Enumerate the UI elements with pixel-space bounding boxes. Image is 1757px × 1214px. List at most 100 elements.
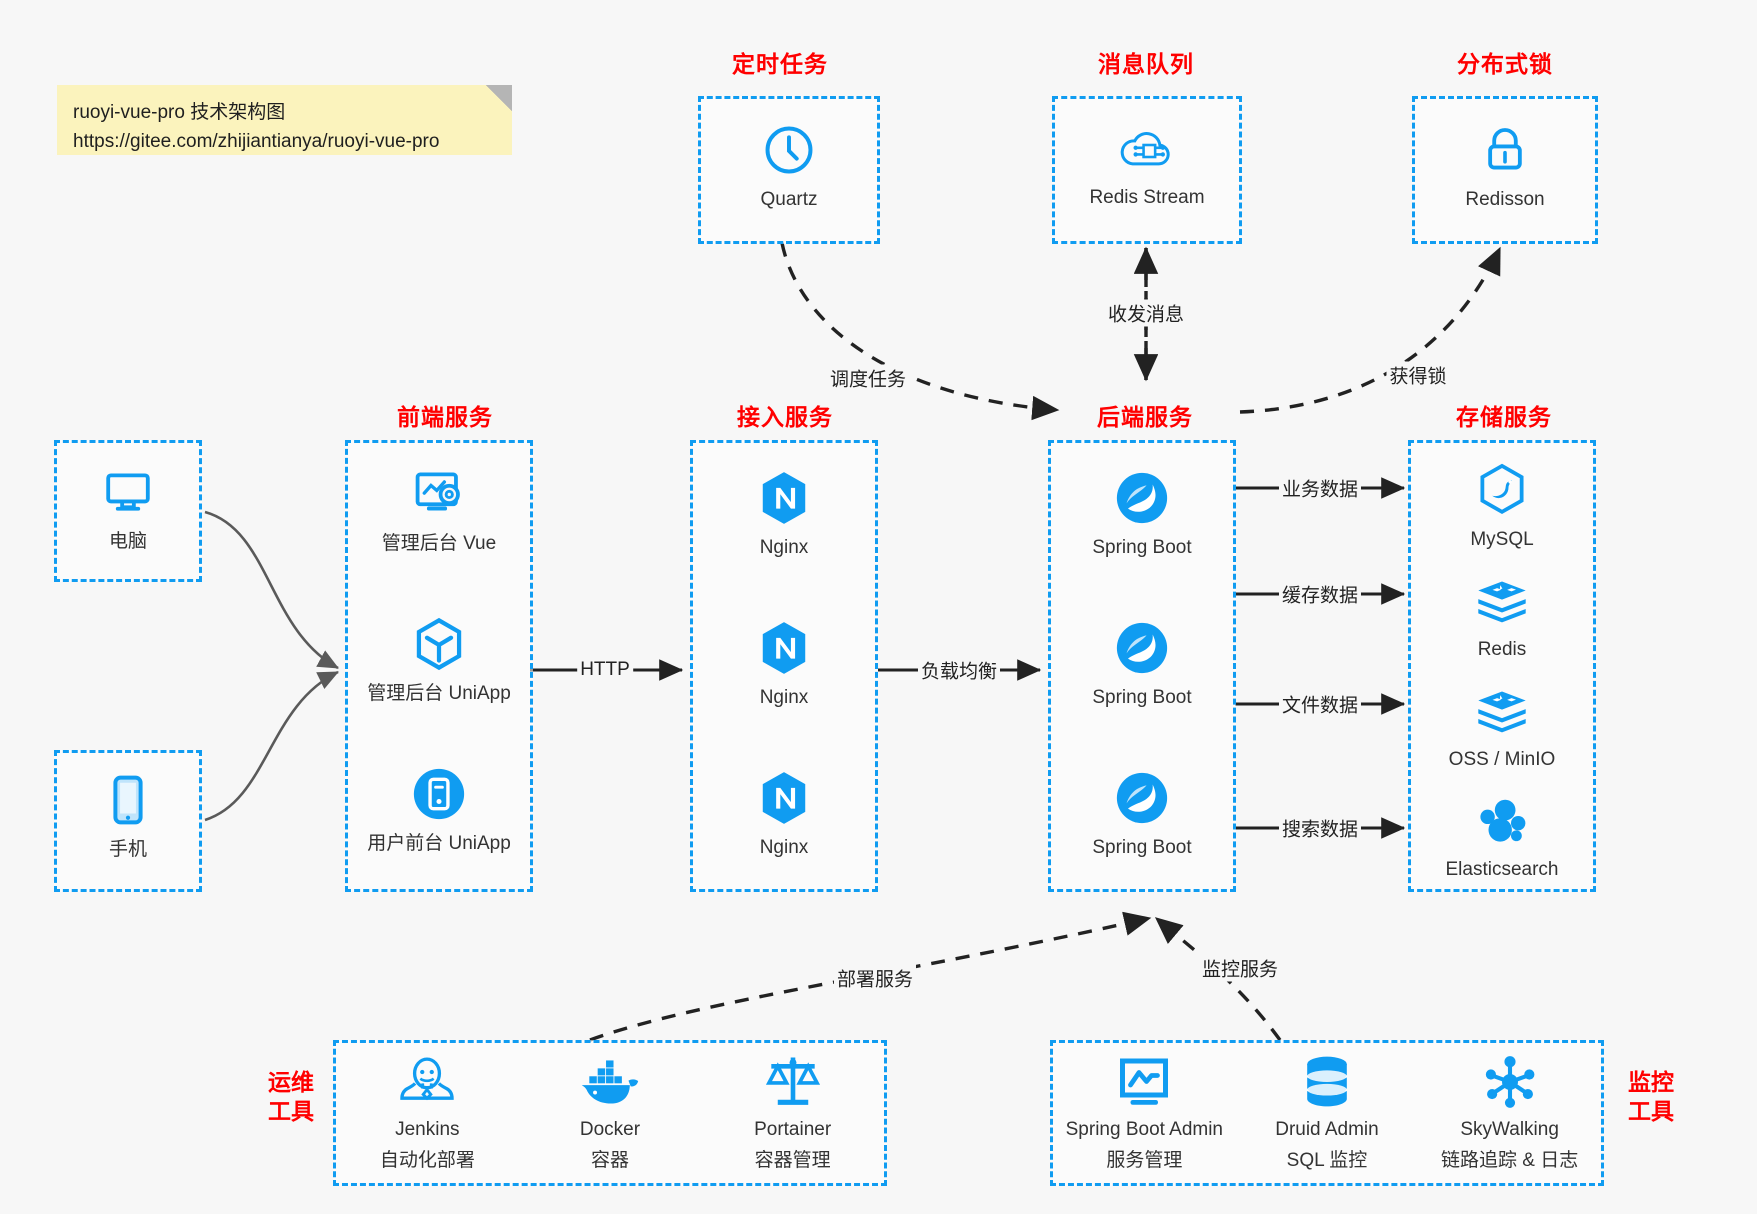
- node-desktop[interactable]: 电脑: [57, 463, 199, 555]
- node-skywalking[interactable]: SkyWalking 链路追踪 & 日志: [1419, 1051, 1600, 1174]
- node-admin-uniapp[interactable]: 管理后台 UniApp: [348, 615, 530, 707]
- spring-boot-icon: [1051, 619, 1233, 677]
- group-gateway[interactable]: Nginx Nginx Nginx: [690, 440, 878, 892]
- app-tile-icon: [348, 765, 530, 823]
- monitoring-title-line1: 监控: [1628, 1069, 1674, 1095]
- node-redis-stream[interactable]: Redis Stream: [1055, 119, 1239, 211]
- node-label: MySQL: [1470, 529, 1534, 550]
- node-nginx-3[interactable]: Nginx: [693, 769, 875, 861]
- node-label: Spring Boot: [1092, 537, 1192, 558]
- node-label: SkyWalking: [1460, 1119, 1559, 1141]
- devops-title-line2: 工具: [268, 1097, 314, 1124]
- group-title-storage: 存储服务: [1456, 404, 1552, 430]
- node-label: Spring Boot: [1092, 687, 1192, 708]
- node-elasticsearch[interactable]: Elasticsearch: [1411, 791, 1593, 883]
- node-sublabel: SQL 监控: [1286, 1150, 1368, 1171]
- node-label: 用户前台 UniApp: [367, 833, 511, 854]
- edge-label-monitor-service: 监控服务: [1198, 954, 1282, 982]
- node-redisson[interactable]: Redisson: [1415, 121, 1595, 213]
- group-monitoring-tools[interactable]: Spring Boot Admin 服务管理 Druid Admin SQL 监…: [1050, 1040, 1604, 1186]
- info-note: ruoyi-vue-pro 技术架构图 https://gitee.com/zh…: [57, 85, 512, 155]
- elasticsearch-icon: [1411, 791, 1593, 849]
- edge-label-business-data: 业务数据: [1278, 474, 1362, 502]
- group-title-devops: 运维 工具: [258, 1068, 324, 1126]
- node-nginx-1[interactable]: Nginx: [693, 469, 875, 561]
- node-spring-boot-2[interactable]: Spring Boot: [1051, 619, 1233, 711]
- node-label: Nginx: [759, 537, 809, 558]
- edge-label-cache-data: 缓存数据: [1278, 580, 1362, 608]
- node-nginx-2[interactable]: Nginx: [693, 619, 875, 711]
- node-spring-boot-3[interactable]: Spring Boot: [1051, 769, 1233, 861]
- node-user-uniapp[interactable]: 用户前台 UniApp: [348, 765, 530, 857]
- mysql-icon: [1411, 461, 1593, 519]
- node-label: 手机: [108, 839, 147, 860]
- node-label: Quartz: [760, 189, 818, 210]
- node-label: 电脑: [108, 531, 147, 552]
- redis-stack-icon: [1411, 681, 1593, 739]
- node-portainer[interactable]: Portainer 容器管理: [702, 1051, 883, 1174]
- edge-label-acquire-lock: 获得锁: [1386, 361, 1450, 389]
- group-title-frontend: 前端服务: [397, 404, 493, 430]
- node-label: 管理后台 UniApp: [367, 683, 511, 704]
- group-scheduled-task[interactable]: Quartz: [698, 96, 880, 244]
- nginx-icon: [693, 769, 875, 827]
- node-spring-boot-1[interactable]: Spring Boot: [1051, 469, 1233, 561]
- node-label: Nginx: [759, 687, 809, 708]
- node-oss-minio[interactable]: OSS / MinIO: [1411, 681, 1593, 773]
- group-devops-tools[interactable]: Jenkins 自动化部署: [333, 1040, 887, 1186]
- group-client-mobile[interactable]: 手机: [54, 750, 202, 892]
- node-label: Redis: [1477, 639, 1527, 660]
- node-label: Spring Boot: [1092, 837, 1192, 858]
- database-stack-icon: [1237, 1051, 1418, 1113]
- group-backend[interactable]: Spring Boot Spring Boot Spring Boot: [1048, 440, 1236, 892]
- group-distributed-lock[interactable]: Redisson: [1412, 96, 1598, 244]
- monitor-chart-icon: [1054, 1051, 1235, 1113]
- node-druid-admin[interactable]: Druid Admin SQL 监控: [1237, 1051, 1418, 1174]
- note-fold-corner: [486, 85, 512, 111]
- node-mysql[interactable]: MySQL: [1411, 461, 1593, 553]
- nginx-icon: [693, 619, 875, 677]
- edge-label-send-receive-message: 收发消息: [1104, 299, 1188, 327]
- node-docker[interactable]: Docker 容器: [520, 1051, 701, 1174]
- skywalking-node-icon: [1419, 1051, 1600, 1113]
- node-label: Portainer: [754, 1119, 832, 1141]
- node-label: Elasticsearch: [1445, 859, 1559, 880]
- node-sublabel: 自动化部署: [379, 1150, 475, 1171]
- group-title-monitoring: 监控 工具: [1618, 1068, 1684, 1126]
- scales-icon: [702, 1051, 883, 1113]
- mobile-phone-icon: [57, 771, 199, 829]
- cube-icon: [348, 615, 530, 673]
- node-label: Redisson: [1465, 189, 1545, 210]
- edge-label-schedule-task: 调度任务: [826, 364, 910, 392]
- node-spring-boot-admin[interactable]: Spring Boot Admin 服务管理: [1054, 1051, 1235, 1174]
- edge-label-file-data: 文件数据: [1278, 690, 1362, 718]
- node-mobile[interactable]: 手机: [57, 771, 199, 863]
- node-label: Nginx: [759, 837, 809, 858]
- node-quartz[interactable]: Quartz: [701, 121, 877, 213]
- spring-boot-icon: [1051, 769, 1233, 827]
- group-title-backend: 后端服务: [1097, 404, 1193, 430]
- node-label: Druid Admin: [1275, 1119, 1379, 1141]
- group-message-queue[interactable]: Redis Stream: [1052, 96, 1242, 244]
- group-storage[interactable]: MySQL Redis: [1408, 440, 1596, 892]
- redis-stack-icon: [1411, 571, 1593, 629]
- monitoring-title-line2: 工具: [1628, 1097, 1674, 1124]
- dashboard-settings-icon: [348, 465, 530, 523]
- node-sublabel: 链路追踪 & 日志: [1441, 1150, 1579, 1171]
- nginx-icon: [693, 469, 875, 527]
- node-admin-vue[interactable]: 管理后台 Vue: [348, 465, 530, 557]
- node-redis[interactable]: Redis: [1411, 571, 1593, 663]
- desktop-monitor-icon: [57, 463, 199, 521]
- node-jenkins[interactable]: Jenkins 自动化部署: [337, 1051, 518, 1174]
- group-frontend[interactable]: 管理后台 Vue 管理后台 UniApp 用户前台 UniApp: [345, 440, 533, 892]
- group-title-message-queue: 消息队列: [1098, 51, 1194, 77]
- note-title: ruoyi-vue-pro 技术架构图: [73, 102, 286, 123]
- edge-label-search-data: 搜索数据: [1278, 814, 1362, 842]
- node-sublabel: 容器: [590, 1150, 629, 1171]
- cloud-network-icon: [1055, 119, 1239, 177]
- edge-label-deploy-service: 部署服务: [833, 964, 917, 992]
- node-label: OSS / MinIO: [1448, 749, 1556, 770]
- group-client-desktop[interactable]: 电脑: [54, 440, 202, 582]
- node-label: Docker: [579, 1119, 641, 1141]
